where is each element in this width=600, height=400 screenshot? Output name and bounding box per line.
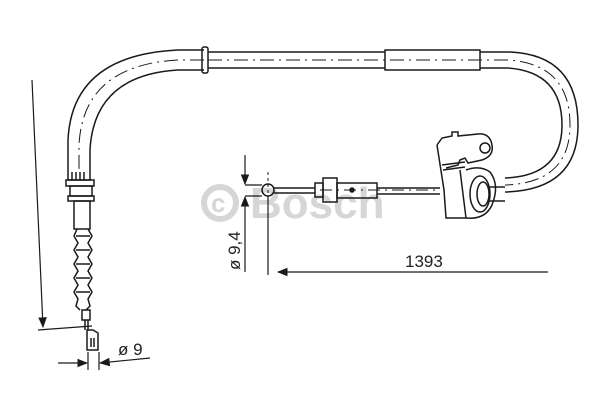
length-label: 1393 [405, 252, 443, 271]
end-dia-arrow-right [98, 357, 151, 367]
cable-right-bend [208, 51, 579, 193]
left-end-fitting [65, 170, 99, 351]
bosch-watermark: c Bosch [201, 179, 384, 228]
cable-left-bend [67, 49, 204, 170]
nipple-end [261, 172, 440, 210]
end-diameter-label: ø 9 [118, 340, 143, 359]
nipple-diameter-label: ø 9,4 [225, 231, 244, 270]
length-arrow-left [31, 79, 47, 329]
svg-text:c: c [211, 188, 225, 218]
watermark-text: Bosch [250, 179, 384, 228]
mounting-bracket [436, 131, 505, 219]
